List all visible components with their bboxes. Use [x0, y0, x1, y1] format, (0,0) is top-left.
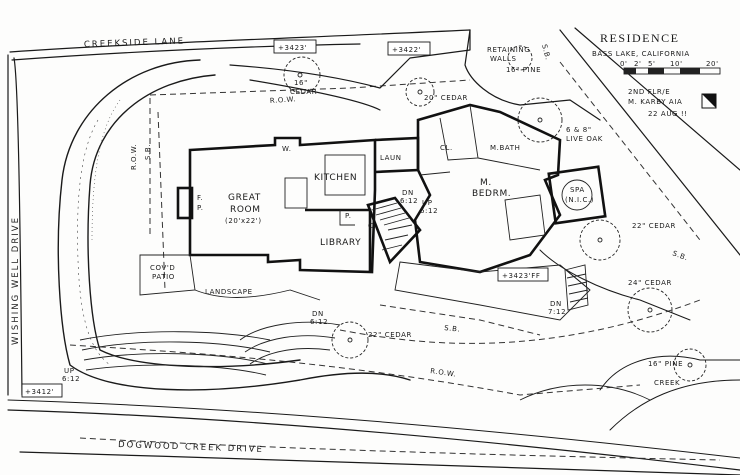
label-dn-2-slope: 6:12	[310, 318, 328, 326]
label-cedar-20: 20" CEDAR	[424, 94, 468, 102]
label-sb-right: S.B.	[671, 249, 689, 262]
label-sb-bottom: S.B.	[444, 324, 461, 334]
label-covered-patio: COV'D	[150, 264, 175, 272]
label-sb-left: S.B.	[144, 144, 152, 160]
scale-label-0: 0'	[620, 60, 628, 68]
label-cedar-16: 16"	[294, 79, 308, 87]
label-great-room-size: (20'x22')	[225, 217, 262, 225]
label-live-oak-2: LIVE OAK	[566, 135, 603, 143]
patio-landscape	[79, 254, 341, 376]
label-master-bedroom-2: BEDRM.	[472, 189, 511, 199]
label-dn-3-slope: 7:12	[548, 308, 566, 316]
road-label-creekside-lane: CREEKSIDE LANE	[84, 36, 185, 50]
label-fireplace-f: F.	[197, 194, 203, 202]
label-master-bath: M.BATH	[490, 144, 520, 152]
label-sb-top-right: S.B.	[540, 43, 552, 61]
label-landscape: LANDSCAPE	[205, 288, 253, 296]
label-master-bedroom: M.	[480, 178, 492, 188]
scale-label-5: 5'	[648, 60, 656, 68]
trees	[283, 45, 707, 382]
elevation-box-4	[21, 383, 63, 398]
elevation-box-3	[497, 267, 549, 282]
elevation-label-4: +3412'	[25, 388, 54, 396]
label-pine-16-top: 16" PINE	[506, 66, 541, 74]
label-library: LIBRARY	[320, 238, 361, 248]
scale-label-10: 10'	[670, 60, 683, 68]
label-dn-1-slope: 6:12	[400, 197, 418, 205]
label-laundry: LAUN	[380, 154, 402, 162]
label-creek: CREEK	[654, 379, 680, 387]
label-row-top: R.O.W.	[270, 95, 297, 105]
label-covered-patio-2: PATIO	[152, 273, 175, 281]
label-up-1: UP	[422, 199, 433, 207]
road-label-wishing-well-drive: WISHING WELL DRIVE	[11, 216, 21, 345]
label-kitchen: KITCHEN	[314, 173, 357, 183]
label-great-room: GREAT	[228, 193, 261, 203]
label-great-room-2: ROOM	[230, 205, 261, 215]
scale-label-2: 2'	[634, 60, 642, 68]
label-up-2: UP	[64, 367, 75, 375]
label-up-2-slope: 6:12	[62, 375, 80, 383]
label-cedar-24: 24" CEDAR	[628, 279, 672, 287]
label-p: P.	[345, 212, 352, 220]
label-closet: CL.	[440, 144, 453, 152]
label-cedar-16-b: CEDAR	[290, 88, 317, 96]
road-label-dogwood-creek-drive: DOGWOOD CREEK DRIVE	[118, 440, 264, 455]
elevation-label-3: +3423'FF	[502, 272, 540, 280]
label-dn-3: DN	[550, 300, 562, 308]
title-block: RESIDENCE BASS LAKE, CALIFORNIA 0' 2' 5'…	[592, 31, 721, 118]
label-spa: SPA	[570, 186, 585, 194]
north-arrow-icon	[701, 93, 717, 109]
building-floor-plan	[176, 103, 607, 321]
label-fireplace-p: P.	[197, 204, 204, 212]
label-cedar-22-bottom: 22" CEDAR	[368, 331, 412, 339]
label-cedar-22-right: 22" CEDAR	[632, 222, 676, 230]
label-retaining-walls-2: WALLS	[490, 55, 517, 63]
label-up-1-slope: 6:12	[420, 207, 438, 215]
credit-line-1: 2ND FLR/E	[628, 88, 670, 96]
label-row-bottom: R.O.W.	[430, 367, 457, 379]
label-w: W.	[282, 145, 292, 153]
label-row-left: R.O.W.	[130, 144, 138, 170]
label-retaining-walls: RETAINING	[487, 46, 530, 54]
elevation-box-2	[387, 41, 431, 56]
scale-label-20: 20'	[706, 60, 719, 68]
credit-date: 22 AUG !!	[648, 110, 688, 118]
label-c: C.	[368, 222, 376, 230]
label-dn-1: DN	[402, 189, 414, 197]
label-spa-note: (N.I.C.)	[565, 196, 594, 204]
title-residence: RESIDENCE	[600, 31, 680, 45]
elevation-box-1	[273, 39, 317, 54]
elevation-label-2: +3422'	[392, 46, 421, 54]
scale-bar	[623, 67, 721, 75]
label-live-oak: 6 & 8"	[566, 126, 592, 134]
elevation-label-1: +3423'	[278, 44, 307, 52]
roads	[7, 27, 740, 475]
label-dn-2: DN	[312, 310, 324, 318]
title-location: BASS LAKE, CALIFORNIA	[592, 50, 690, 58]
credit-line-2: M. KARBY AIA	[628, 98, 682, 106]
label-pine-16-bottom: 16" PINE	[648, 360, 683, 368]
